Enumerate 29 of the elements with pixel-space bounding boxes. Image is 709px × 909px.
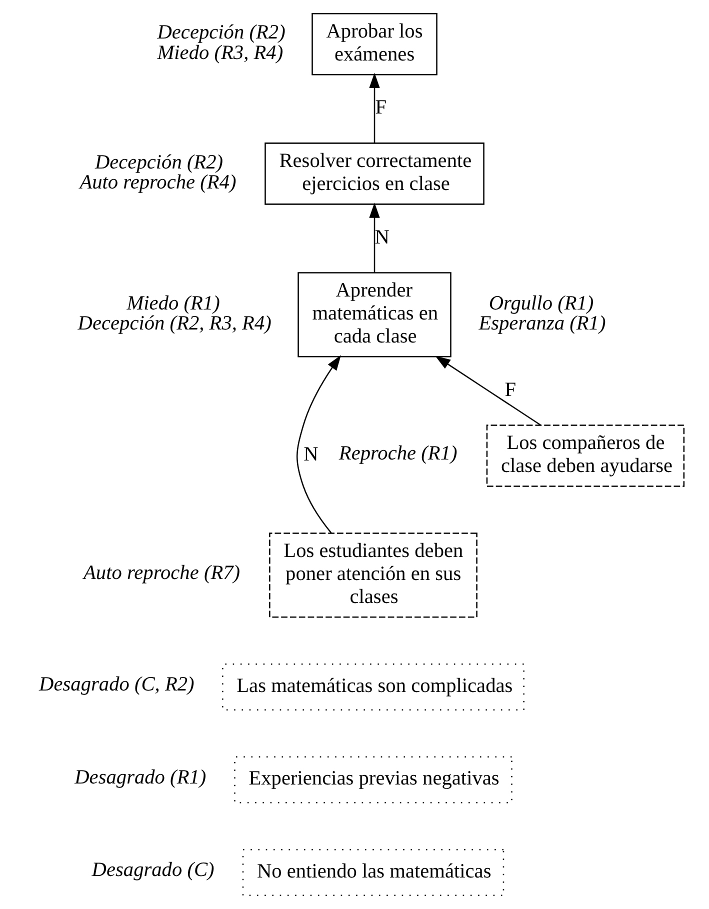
node-label: Decepción (R2) bbox=[94, 151, 224, 174]
node-box: Experiencias previas negativas bbox=[234, 756, 512, 804]
arrow bbox=[369, 72, 380, 143]
edge-label: N bbox=[374, 226, 390, 248]
node-box: Resolver correctamente ejercicios en clase bbox=[264, 142, 484, 205]
node-label: Auto reproche (R4) bbox=[80, 172, 236, 194]
arrow bbox=[296, 355, 342, 534]
node-label: Miedo (R1) bbox=[126, 292, 220, 314]
node-label: Auto reproche (R7) bbox=[84, 562, 240, 584]
edge-label: F bbox=[375, 96, 387, 119]
node-box: No entiendo las matemáticas bbox=[242, 849, 504, 896]
node-label: Reproche (R1) bbox=[338, 442, 458, 464]
node-label: Miedo (R3, R4) bbox=[157, 42, 284, 64]
node-box: Las matemáticas son complicadas bbox=[222, 664, 524, 711]
node-label: Orgullo (R1) bbox=[488, 292, 594, 314]
node-label: Esperanza (R1) bbox=[478, 312, 606, 335]
node-box: Los estudiantes deben poner atención en sus clases bbox=[269, 532, 478, 618]
arrow bbox=[369, 202, 380, 273]
node-box: Aprobar los exámenes bbox=[312, 12, 438, 76]
arrow bbox=[435, 356, 542, 426]
node-label: Decepción (R2, R3, R4) bbox=[78, 312, 272, 335]
node-label: Desagrado (R1) bbox=[74, 766, 206, 788]
node-label: Desagrado (C, R2) bbox=[39, 674, 194, 696]
node-label: Desagrado (C) bbox=[92, 859, 214, 882]
edge-label: N bbox=[304, 444, 318, 466]
edge-label: F bbox=[504, 378, 516, 401]
node-label: Decepción (R2) bbox=[157, 22, 286, 44]
node-box: Aprender matemáticas en cada clase bbox=[298, 272, 452, 358]
node-box: Los compañeros de clase deben ayudarse bbox=[486, 424, 685, 487]
